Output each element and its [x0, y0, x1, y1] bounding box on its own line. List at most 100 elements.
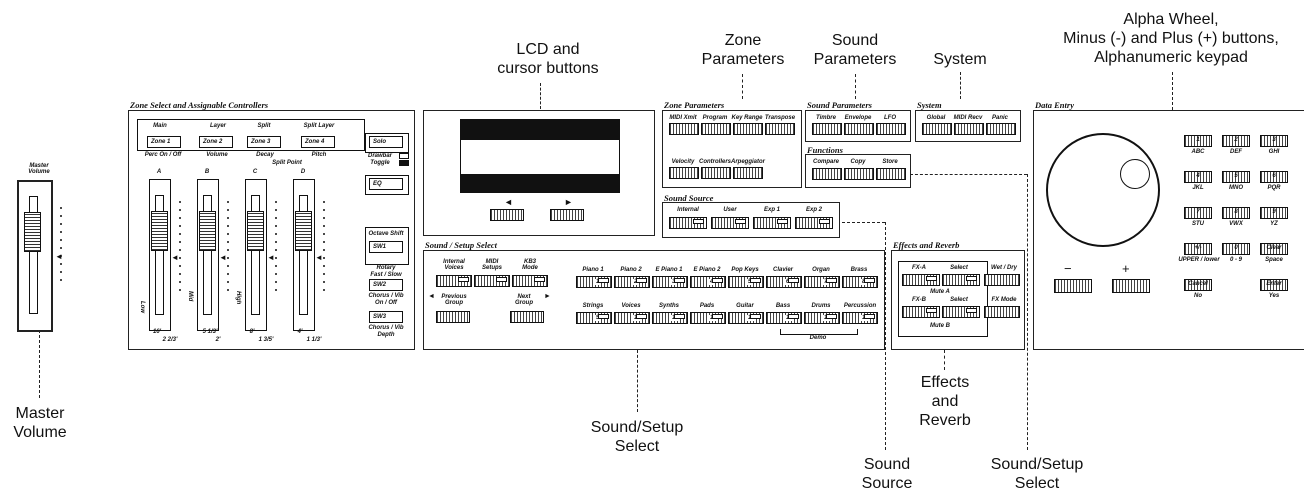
sound-button-7[interactable]: 7 — [804, 276, 840, 288]
next-group-button[interactable] — [510, 311, 544, 323]
key-clear[interactable]: Clear — [1260, 243, 1288, 255]
cancel-button[interactable]: Cancel — [1184, 279, 1212, 291]
user-button[interactable] — [711, 217, 749, 229]
led-icon — [750, 278, 761, 283]
sw2-button[interactable]: SW2 — [369, 279, 403, 291]
key-range-button[interactable] — [733, 123, 763, 135]
sound-button-11[interactable]: 11 — [652, 312, 688, 324]
sound-button-15[interactable]: 15 — [804, 312, 840, 324]
slider-d-scale — [323, 201, 326, 297]
midi-recv-button[interactable] — [954, 123, 984, 135]
effects-reverb-title: Effects and Reverb — [893, 240, 960, 250]
zone-3-button[interactable]: Zone 3 — [247, 136, 281, 148]
key-0[interactable]: 0 — [1222, 243, 1250, 255]
key-8[interactable]: 8 — [1222, 207, 1250, 219]
fx-mode-button[interactable] — [984, 306, 1020, 318]
plus-button[interactable] — [1112, 279, 1150, 293]
slider-a-fader[interactable] — [151, 211, 168, 251]
key-sub-pqr: PQR — [1267, 185, 1281, 191]
lfo-button[interactable] — [876, 123, 906, 135]
exp2-button[interactable] — [795, 217, 833, 229]
zone-4-button[interactable]: Zone 4 — [301, 136, 335, 148]
sound-button-16[interactable]: 16 — [842, 312, 878, 324]
controllers-label: Controllers — [699, 159, 732, 165]
sound-button-1[interactable]: 1 — [576, 276, 612, 288]
key-3[interactable]: 3 — [1260, 135, 1288, 147]
footer-16: 16' — [152, 329, 162, 335]
sound-button-8[interactable]: 8 — [842, 276, 878, 288]
enter-button[interactable]: Enter — [1260, 279, 1288, 291]
timbre-button[interactable] — [812, 123, 842, 135]
key-2[interactable]: 2 — [1222, 135, 1250, 147]
key-6[interactable]: 6 — [1260, 171, 1288, 183]
fxb-button[interactable] — [902, 306, 940, 318]
key-1[interactable]: 1 — [1184, 135, 1212, 147]
arrow-right-icon: ► — [544, 293, 551, 300]
velocity-button[interactable] — [669, 167, 699, 179]
master-volume-fader[interactable] — [24, 212, 41, 252]
sound-button-6[interactable]: 6 — [766, 276, 802, 288]
sound-button-13[interactable]: 13 — [728, 312, 764, 324]
transpose-button[interactable] — [765, 123, 795, 135]
midi-xmit-button[interactable] — [669, 123, 699, 135]
velocity-label: Velocity — [671, 159, 695, 165]
sound-button-12[interactable]: 12 — [690, 312, 726, 324]
minus-button[interactable] — [1054, 279, 1092, 293]
cursor-left-button[interactable] — [490, 209, 524, 221]
exp1-label: Exp 1 — [763, 207, 780, 213]
key-5[interactable]: 5 — [1222, 171, 1250, 183]
select-a-button[interactable] — [942, 274, 980, 286]
previous-group-button[interactable] — [436, 311, 470, 323]
copy-button[interactable] — [844, 168, 874, 180]
midi-setups-button[interactable] — [474, 275, 510, 287]
key-sub-mno: MNO — [1229, 185, 1243, 191]
panic-label: Panic — [991, 115, 1008, 121]
sound-label-pop-keys: Pop Keys — [731, 267, 759, 273]
solo-button[interactable]: Solo — [369, 136, 403, 148]
zone-1-button[interactable]: Zone 1 — [147, 136, 181, 148]
key-4[interactable]: 4 — [1184, 171, 1212, 183]
sw1-button[interactable]: SW1 — [369, 241, 403, 253]
slider-d-fader[interactable] — [295, 211, 312, 251]
sound-button-14[interactable]: 14 — [766, 312, 802, 324]
fxa-button[interactable] — [902, 274, 940, 286]
wet-dry-button[interactable] — [984, 274, 1020, 286]
panic-button[interactable] — [986, 123, 1016, 135]
sound-button-3[interactable]: 3 — [652, 276, 688, 288]
internal-button[interactable] — [669, 217, 707, 229]
slider-c-fader[interactable] — [247, 211, 264, 251]
kb3-mode-button[interactable] — [512, 275, 548, 287]
midi-xmit-label: MIDI Xmit — [669, 115, 697, 121]
exp1-button[interactable] — [753, 217, 791, 229]
eq-button[interactable]: EQ — [369, 178, 403, 190]
store-button[interactable] — [876, 168, 906, 180]
key-9[interactable]: 9 — [1260, 207, 1288, 219]
alpha-wheel[interactable] — [1046, 133, 1160, 247]
leader-line — [960, 72, 961, 99]
sound-button-2[interactable]: 2 — [614, 276, 650, 288]
key-plus-minus[interactable]: +/- — [1184, 243, 1212, 255]
compare-button[interactable] — [812, 168, 842, 180]
slider-d-slot — [299, 195, 308, 315]
sw3-button[interactable]: SW3 — [369, 311, 403, 323]
midi-recv-label: MIDI Recv — [953, 115, 983, 121]
zone-2-button[interactable]: Zone 2 — [199, 136, 233, 148]
sound-button-9[interactable]: 9 — [576, 312, 612, 324]
internal-voices-button[interactable] — [436, 275, 472, 287]
envelope-button[interactable] — [844, 123, 874, 135]
slider-b-fader[interactable] — [199, 211, 216, 251]
global-button[interactable] — [922, 123, 952, 135]
lcd-screen — [460, 119, 620, 193]
program-button[interactable] — [701, 123, 731, 135]
cursor-right-button[interactable] — [550, 209, 584, 221]
sound-button-10[interactable]: 10 — [614, 312, 650, 324]
arpeggiator-button[interactable] — [733, 167, 763, 179]
zone-parameters-title: Zone Parameters — [664, 100, 725, 110]
octave-shift-label: Octave Shift — [368, 231, 404, 237]
key-7[interactable]: 7 — [1184, 207, 1212, 219]
select-b-button[interactable] — [942, 306, 980, 318]
sound-button-5[interactable]: 5 — [728, 276, 764, 288]
controllers-button[interactable] — [701, 167, 731, 179]
sound-button-4[interactable]: 4 — [690, 276, 726, 288]
chorus-vib-label: Chorus / Vib — [368, 293, 404, 299]
